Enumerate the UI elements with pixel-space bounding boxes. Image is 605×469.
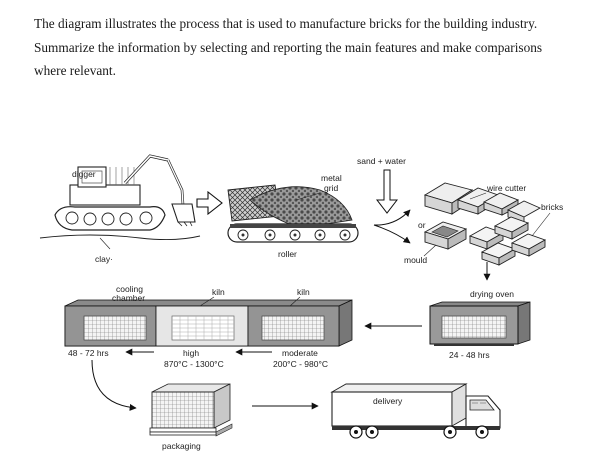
label-high-temp: 870°C - 1300°C	[164, 359, 224, 369]
arrow-digger-to-grid	[196, 190, 223, 216]
label-sand-water: sand + water	[357, 156, 406, 166]
delivery-truck-illustration	[330, 383, 501, 439]
label-mould: mould	[404, 255, 427, 265]
label-metal: metal	[321, 173, 342, 183]
label-chamber: chamber	[112, 293, 145, 303]
drying-oven-box	[429, 301, 531, 346]
label-kiln-moderate: kiln	[297, 287, 310, 297]
label-or: or	[418, 220, 426, 230]
label-roller: roller	[278, 249, 297, 259]
label-moderate-temp: 200°C - 980°C	[273, 359, 328, 369]
prompt-instruction: Summarize the information by selecting a…	[34, 39, 543, 79]
task-prompt: The diagram illustrates the process that…	[34, 12, 574, 83]
kiln-block	[64, 299, 353, 347]
label-drying-time: 24 - 48 hrs	[449, 350, 490, 360]
label-drying-oven: drying oven	[470, 289, 514, 299]
label-clay: clay·	[95, 254, 113, 264]
label-wire-cutter: wire cutter	[486, 183, 526, 193]
label-delivery: delivery	[373, 396, 403, 406]
digger-illustration	[39, 154, 201, 241]
label-bricks: bricks	[541, 202, 563, 212]
label-cooling-time: 48 - 72 hrs	[68, 348, 109, 358]
label-cooling: cooling	[116, 284, 143, 294]
packaging-pallet-illustration	[149, 383, 233, 437]
mould-and-bricks-illustration	[423, 216, 547, 266]
label-packaging: packaging	[162, 441, 201, 451]
label-kiln-high: kiln	[212, 287, 225, 297]
label-moderate: moderate	[282, 348, 318, 358]
wire-cutter-illustration	[423, 182, 542, 224]
metal-grid-and-roller	[227, 184, 359, 243]
label-high: high	[183, 348, 199, 358]
prompt-description: The diagram illustrates the process that…	[34, 16, 538, 31]
label-digger: digger	[72, 169, 96, 179]
label-grid: grid	[324, 183, 338, 193]
arrow-sand-water	[375, 169, 399, 214]
